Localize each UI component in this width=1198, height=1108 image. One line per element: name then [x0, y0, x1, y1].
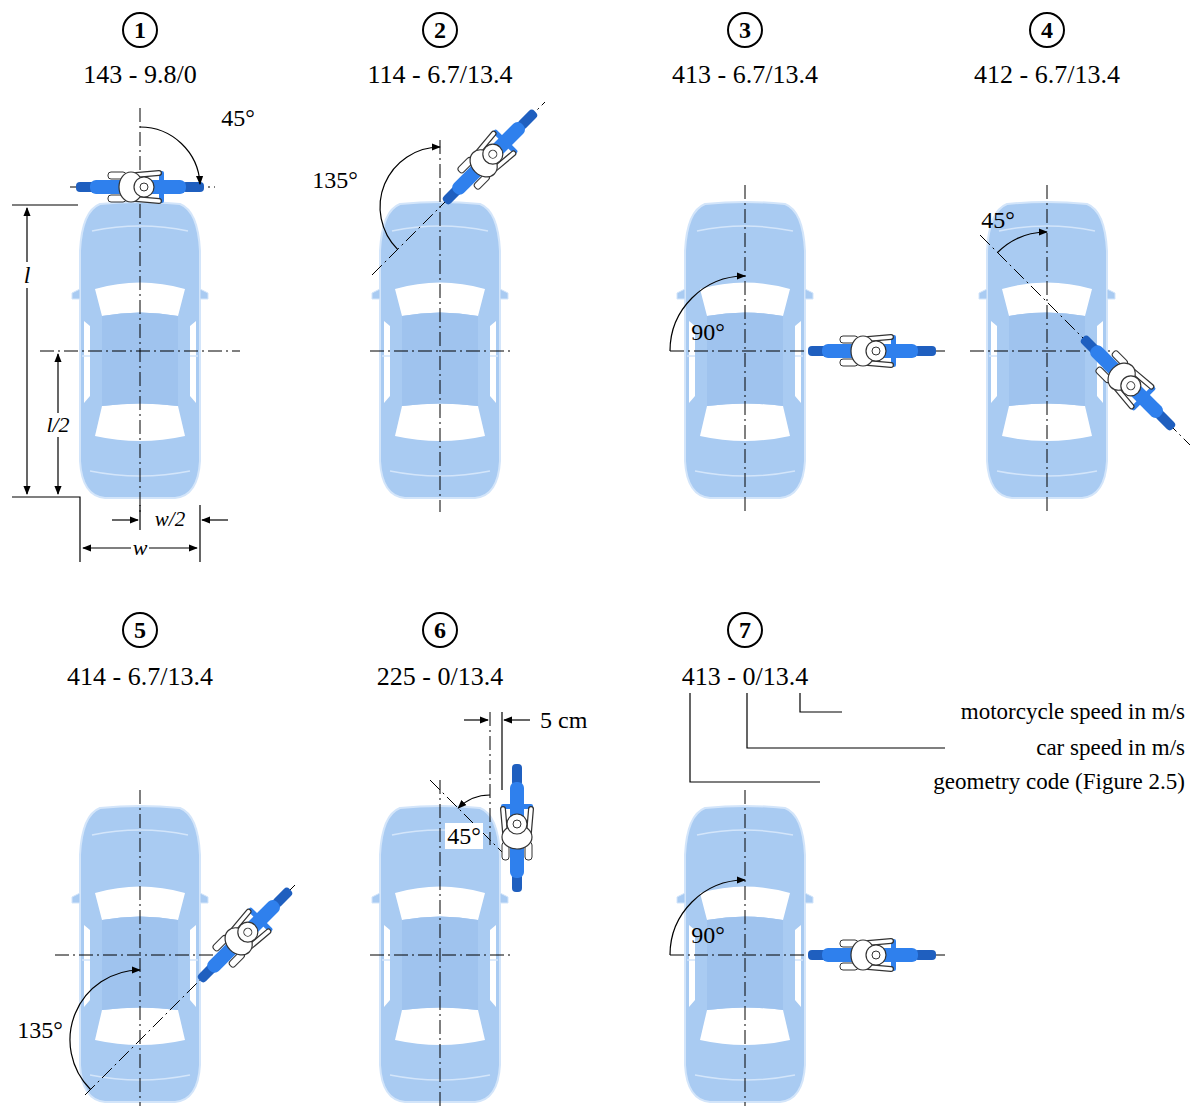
case-code: 412 - 6.7/13.4 — [974, 61, 1120, 90]
angle-label: 135° — [312, 167, 358, 193]
illustration-part — [458, 795, 490, 808]
callout-circle: 6 — [422, 612, 458, 648]
callout-number: 3 — [739, 18, 751, 42]
angle-label: 45° — [445, 823, 483, 849]
callout-number: 1 — [134, 18, 146, 42]
illustration-part — [55, 790, 295, 1106]
illustration-part — [670, 880, 745, 955]
illustration-part — [970, 185, 1190, 512]
angle-label: 45° — [981, 207, 1015, 233]
illustration-part — [140, 127, 200, 184]
illustration-part — [370, 712, 520, 1106]
illustration-part — [747, 693, 945, 748]
callout-circle: 5 — [122, 612, 158, 648]
illustration-part — [501, 764, 533, 892]
legend-note: car speed in m/s — [1036, 735, 1185, 760]
callout-number: 4 — [1041, 18, 1053, 42]
illustration-part — [464, 719, 488, 720]
illustration-part — [202, 519, 228, 520]
case-code: 225 - 0/13.4 — [377, 663, 503, 692]
illustration-part — [998, 232, 1048, 253]
callout-circle: 4 — [1029, 12, 1065, 48]
angle-label: 45° — [221, 105, 255, 131]
motorcycle-top-view — [76, 100, 1185, 991]
illustration-part — [26, 208, 27, 494]
case-code: 413 - 6.7/13.4 — [672, 61, 818, 90]
illustration-part — [112, 519, 138, 520]
illustration-part — [670, 276, 745, 351]
leader-line — [690, 693, 945, 782]
center-line — [40, 102, 1190, 1106]
illustration-part — [501, 712, 502, 790]
angle-label: 90° — [691, 922, 725, 948]
legend-note: motorcycle speed in m/s — [961, 699, 1185, 724]
dimension-label: 5 cm — [540, 707, 587, 733]
callout-number: 7 — [739, 618, 751, 642]
illustration-part — [670, 790, 945, 1106]
illustration-part — [808, 335, 936, 367]
case-code: 114 - 6.7/13.4 — [368, 61, 513, 90]
callout-circle: 7 — [727, 612, 763, 648]
illustration-part — [670, 185, 945, 512]
illustration-part — [1071, 326, 1184, 439]
callout-circle: 1 — [122, 12, 158, 48]
callout-number: 2 — [434, 18, 446, 42]
illustration-part — [76, 171, 204, 203]
illustration-part — [40, 108, 240, 512]
dimension-label: w/2 — [155, 508, 185, 531]
legend-note: geometry code (Figure 2.5) — [933, 769, 1185, 794]
car-top-view — [72, 202, 1115, 1102]
illustration-part — [370, 102, 545, 512]
dimension-line — [12, 205, 530, 790]
angle-label: 90° — [691, 319, 725, 345]
illustration-part — [800, 693, 842, 712]
dimension-label: w — [131, 536, 150, 560]
case-code: 143 - 9.8/0 — [83, 61, 196, 90]
illustration-part — [380, 147, 440, 249]
illustration-part — [808, 939, 936, 971]
case-code: 414 - 6.7/13.4 — [67, 663, 213, 692]
illustration-part — [70, 970, 140, 1090]
callout-circle: 3 — [727, 12, 763, 48]
illustration-part — [433, 100, 546, 213]
angle-label: 135° — [17, 1017, 63, 1043]
illustration-part — [504, 719, 530, 720]
dimension-label: l/2 — [44, 413, 71, 437]
angle-arc — [70, 127, 1047, 1090]
illustration-part — [188, 878, 301, 991]
case-code: 413 - 0/13.4 — [682, 663, 808, 692]
dimension-label: l — [22, 262, 33, 288]
callout-number: 6 — [434, 618, 446, 642]
illustration-part — [12, 205, 200, 562]
callout-circle: 2 — [422, 12, 458, 48]
callout-number: 5 — [134, 618, 146, 642]
